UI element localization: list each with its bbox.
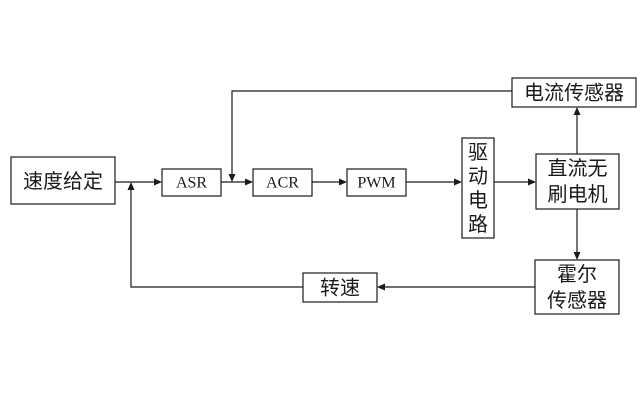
arrow-motor-to-current-sensor	[573, 107, 581, 154]
speed-block: 转速	[302, 272, 378, 303]
hall-sensor-label-2: 传感器	[547, 288, 607, 312]
arrow-motor-to-hall-sensor	[573, 209, 581, 260]
speed-setpoint-block: 速度给定	[10, 156, 116, 205]
hall-sensor-label-1: 霍尔	[557, 262, 597, 286]
drive-circuit-label-4: 路	[468, 212, 488, 236]
acr-label: ACR	[266, 175, 299, 192]
speed-setpoint-label: 速度给定	[23, 169, 103, 193]
arrow-acr-to-pwm	[312, 178, 347, 186]
acr-block: ACR	[252, 168, 313, 197]
pwm-block: PWM	[346, 168, 407, 197]
drive-circuit-label-3: 电	[468, 188, 488, 212]
hall-sensor-block: 霍尔 传感器	[534, 259, 620, 315]
drive-circuit-block: 驱 动 电 路	[461, 137, 495, 239]
drive-circuit-label-2: 动	[468, 164, 488, 188]
speed-feedback-path	[127, 182, 303, 288]
current-sensor-block: 电流传感器	[511, 77, 637, 108]
arrow-asr-to-acr	[221, 178, 253, 186]
arrow-drive-to-motor	[494, 178, 536, 186]
asr-label: ASR	[176, 175, 207, 192]
arrow-hall-to-speed	[377, 283, 535, 291]
pwm-label: PWM	[357, 175, 395, 192]
asr-block: ASR	[161, 168, 222, 197]
current-sensor-label: 电流传感器	[524, 81, 624, 105]
bldc-motor-block: 直流无 刷电机	[535, 153, 620, 210]
arrow-setpoint-to-asr	[115, 178, 162, 186]
arrow-pwm-to-drive	[406, 178, 462, 186]
speed-label: 转速	[320, 276, 360, 300]
current-feedback-path	[228, 90, 512, 182]
bldc-motor-label-2: 刷电机	[548, 182, 608, 206]
drive-circuit-label-1: 驱	[468, 140, 488, 164]
bldc-motor-label-1: 直流无	[548, 156, 608, 180]
